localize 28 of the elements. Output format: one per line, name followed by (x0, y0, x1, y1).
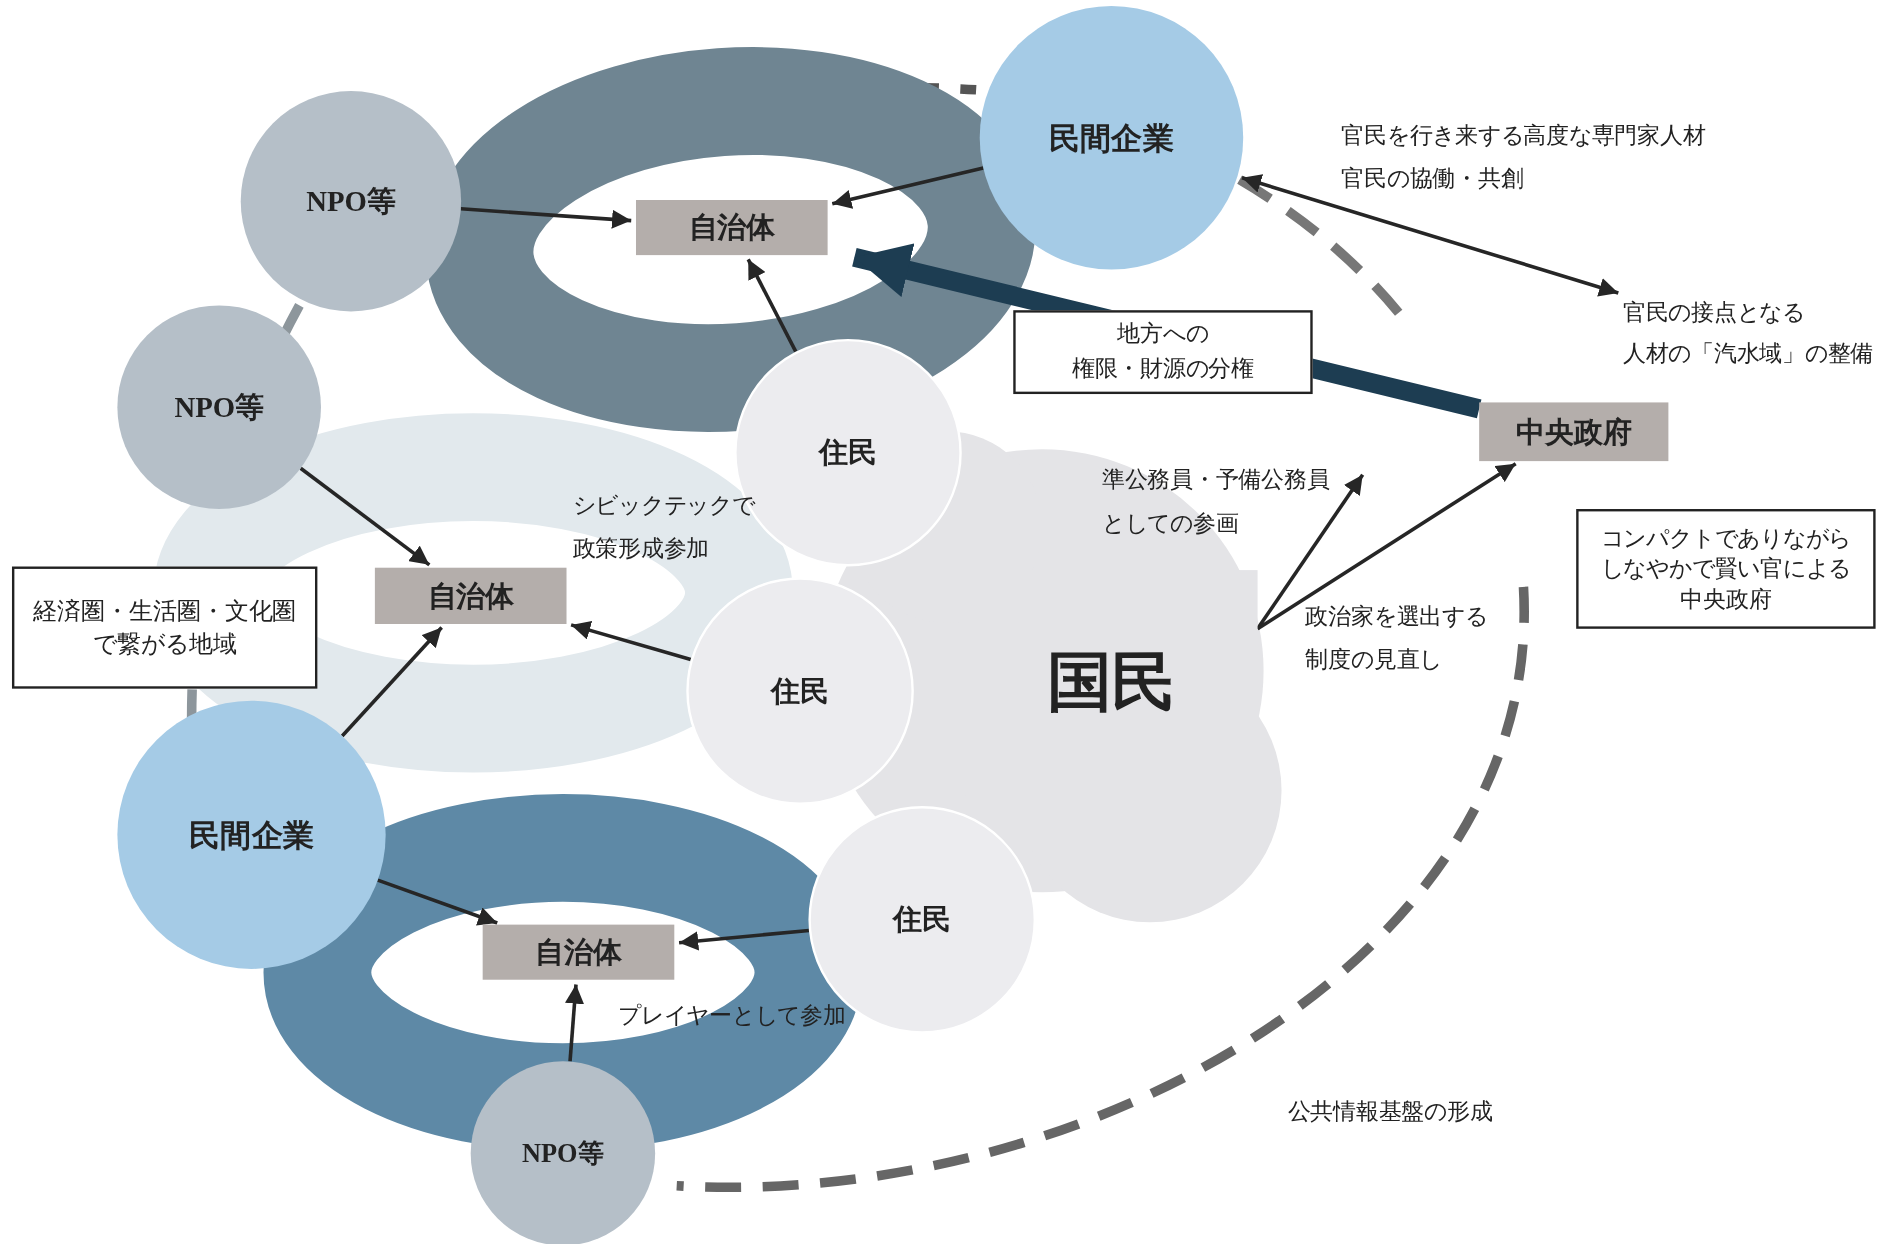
note-label: 公共情報基盤の形成 (1287, 1097, 1494, 1126)
arrow (1241, 174, 1619, 297)
arrow (831, 166, 984, 209)
npo-circle: NPO等 (240, 91, 462, 312)
note-box: コンパクトでありながらしなやかで賢い官による中央政府 (1576, 509, 1876, 629)
npo-circle: NPO等 (117, 305, 321, 509)
arrow (340, 626, 443, 738)
arrow (678, 928, 810, 951)
region-box: 経済圏・生活圏・文化圏で繋がる地域 (12, 566, 318, 689)
edge-label: 官民を行き来する高度な専門家人材官民の協働・共創 (1341, 121, 1707, 193)
arrow (1256, 462, 1517, 631)
municipality-label: 自治体 (482, 924, 675, 980)
arrow (460, 207, 632, 229)
arrow (564, 984, 585, 1062)
arrow (570, 621, 692, 662)
edge-label: 準公務員・予備公務員としての参画 (1101, 466, 1331, 538)
arrow (746, 258, 798, 353)
company-circle: 民間企業 (117, 700, 386, 969)
government-label: 中央政府 (1479, 402, 1669, 462)
arrow (299, 466, 431, 567)
company-circle: 民間企業 (979, 6, 1244, 270)
edge-label-box: 地方への権限・財源の分権 (1013, 310, 1313, 395)
arrow (377, 878, 498, 926)
edge-label: 政治家を選出する制度の見直し (1305, 602, 1489, 674)
edge-label: シビックテックで政策形成参加 (572, 491, 757, 563)
note-text: 官民の接点となる人材の「汽水域」の整備 (1622, 291, 1875, 375)
municipality-label: 自治体 (636, 200, 828, 256)
municipality-label: 自治体 (374, 567, 567, 624)
